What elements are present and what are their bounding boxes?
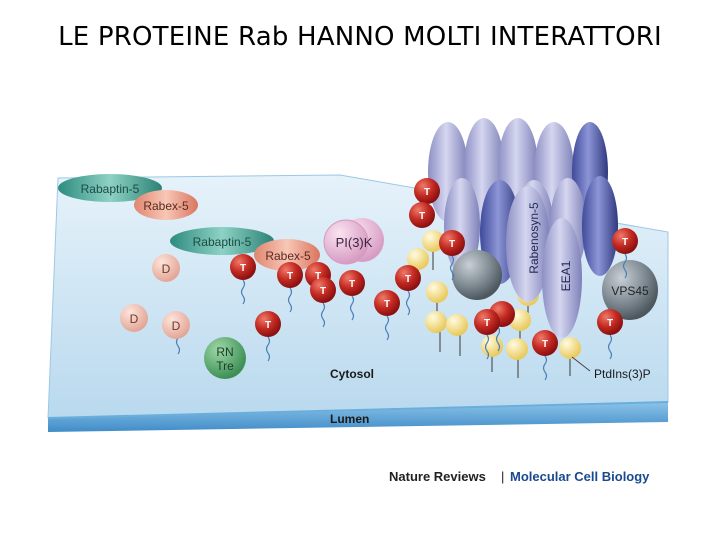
label-gtp: T: [607, 318, 613, 329]
ptdins3p-lipid: [425, 311, 447, 333]
ptdins3p-lipid: [481, 335, 503, 357]
rab-gtp: [612, 228, 638, 254]
ptdins3p-lipid: [426, 281, 448, 303]
rab-gtp-group: [230, 178, 638, 356]
ptdins3p-lipid: [506, 338, 528, 360]
label-cytosol: Cytosol: [330, 367, 374, 381]
label-vps45: VPS45: [611, 284, 649, 298]
label-gtp: T: [419, 211, 425, 222]
label-gtp: T: [484, 318, 490, 329]
rab-gtp: [374, 290, 400, 316]
label-gtp: T: [622, 237, 628, 248]
rab-gtp: [255, 311, 281, 337]
label-gtp: T: [542, 339, 548, 350]
ptdins3p-lipid: [422, 230, 444, 252]
label-ptdins3p: PtdIns(3)P: [594, 367, 651, 381]
vps45-protein: [602, 260, 658, 320]
rab-gtp: [339, 270, 365, 296]
label-rabex-upper: Rabex-5: [143, 199, 189, 213]
rab-gtp: [409, 202, 435, 228]
label-gtp: T: [349, 279, 355, 290]
pi3k-protein: [323, 218, 384, 265]
rab-gtp: [597, 309, 623, 335]
label-gtp: T: [315, 271, 321, 282]
label-gtp: T: [240, 263, 246, 274]
label-gtp: T: [405, 274, 411, 285]
credit-journal: Nature Reviews: [389, 469, 486, 484]
ptdins3p-lipids: [407, 230, 581, 360]
rab-gtp: [277, 262, 303, 288]
rab-gtp: [414, 178, 440, 204]
label-gtp: T: [320, 286, 326, 297]
label-eea1: EEA1: [559, 260, 573, 291]
rab-gdp: [120, 304, 148, 332]
slide-title: LE PROTEINE Rab HANNO MOLTI INTERATTORI: [58, 22, 662, 52]
rab-gdp: [152, 254, 180, 282]
label-gtp: T: [424, 187, 430, 198]
credit-section: Molecular Cell Biology: [510, 469, 650, 484]
label-pi3k: PI(3)K: [336, 235, 373, 250]
rab-gtp: [532, 330, 558, 356]
ptdins3p-lipid: [446, 314, 468, 336]
label-rntre-line2: Tre: [216, 359, 234, 373]
ptdins3p-lipid: [559, 337, 581, 359]
rabaptin-rabex-complex-upper: [58, 174, 198, 220]
label-gtp: T: [449, 239, 455, 250]
label-gtp: T: [265, 320, 271, 331]
credit-separator: |: [501, 469, 505, 484]
label-gdp: D: [130, 312, 139, 326]
rab-gtp: [230, 254, 256, 280]
label-rabex-lower: Rabex-5: [265, 249, 311, 263]
grey-effector-globule: [452, 250, 502, 300]
rab-gtp: [395, 265, 421, 291]
label-rntre-line1: RN: [216, 345, 233, 359]
rab-gdp-group: [120, 254, 190, 339]
rabaptin-rabex-complex-lower: [170, 227, 320, 271]
rab-gdp: [162, 311, 190, 339]
label-rabaptin-upper: Rabaptin-5: [81, 182, 140, 196]
diagram-labels: Rabaptin-5 Rabex-5 Rabaptin-5 Rabex-5 PI…: [81, 182, 651, 426]
label-rabenosyn: Rabenosyn-5: [527, 202, 541, 274]
label-gdp: D: [172, 319, 181, 333]
ptdins3p-pointer: [571, 356, 591, 372]
rab-gtp: [439, 230, 465, 256]
rabenosyn5-protein: [506, 186, 550, 302]
label-lumen: Lumen: [330, 412, 369, 426]
label-gdp: D: [162, 262, 171, 276]
label-gtp: T: [384, 299, 390, 310]
rab-lipid-anchors: [175, 253, 628, 381]
rab-gtp: [310, 277, 336, 303]
ptdins3p-lipid: [407, 248, 429, 270]
label-rabaptin-lower: Rabaptin-5: [193, 235, 252, 249]
label-gtp: T: [287, 271, 293, 282]
rab-gtp: [474, 309, 500, 335]
eea1-protein: [542, 218, 582, 338]
rntre-protein: [204, 337, 246, 379]
